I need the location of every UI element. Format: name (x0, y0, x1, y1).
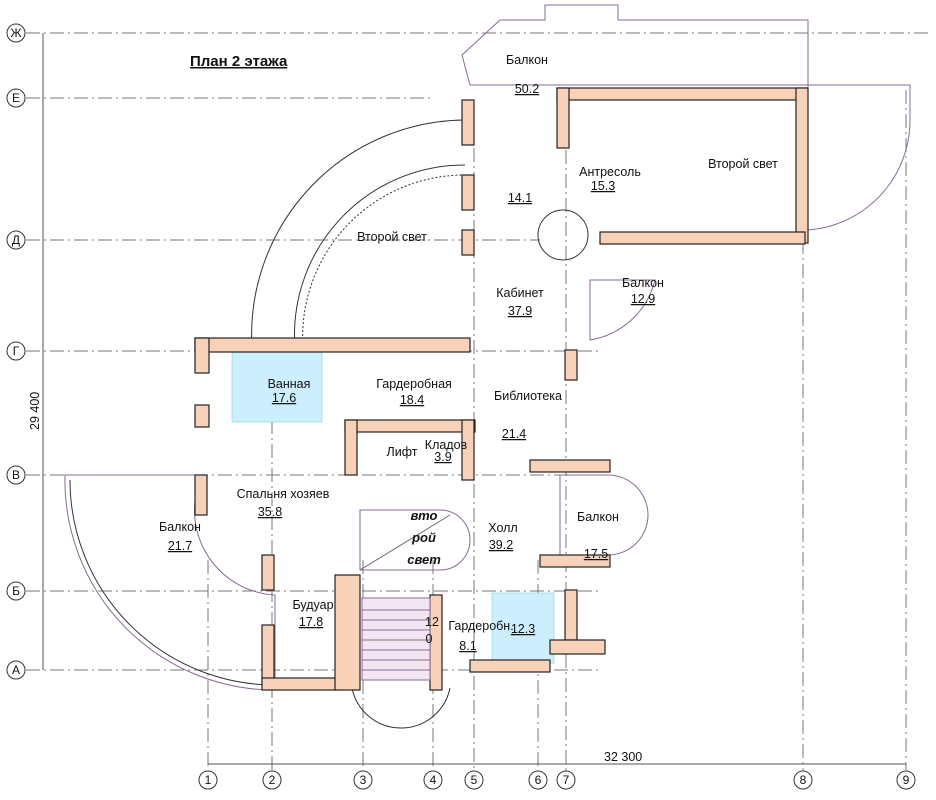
svg-text:7: 7 (563, 773, 570, 787)
axis-bubble-e: Е (6, 88, 26, 108)
room-name: Гардеробн. (448, 619, 513, 633)
svg-text:В: В (12, 468, 20, 482)
axis-bubble-1: 1 (198, 770, 218, 790)
svg-text:Е: Е (12, 91, 20, 105)
room-name: Антресоль (579, 165, 641, 179)
bathroom-tiles (231, 349, 323, 423)
room-area: 21.4 (502, 427, 526, 441)
room-area: 39.2 (489, 538, 513, 552)
svg-text:рой: рой (411, 530, 436, 545)
svg-text:1: 1 (205, 773, 212, 787)
room-area: 15.3 (591, 179, 615, 193)
axis-bubble-v: В (6, 465, 26, 485)
balcony-outlines (64, 4, 911, 729)
axis-bubble-b: Б (6, 581, 26, 601)
svg-text:Б: Б (12, 584, 20, 598)
svg-text:6: 6 (535, 773, 542, 787)
axis-bubble-a: А (6, 660, 26, 680)
axis-bubble-3: 3 (353, 770, 373, 790)
height-dimension: 29 400 (28, 392, 42, 430)
axis-bubble-7: 7 (556, 770, 576, 790)
axis-bubble-8: 8 (793, 770, 813, 790)
svg-text:вто: вто (410, 508, 437, 523)
stair-level: 12 (425, 615, 439, 629)
room-area: 12.9 (631, 292, 655, 306)
axis-bubble-d: Д (6, 230, 26, 250)
room-area: 35.8 (258, 505, 282, 519)
svg-text:свет: свет (407, 552, 441, 567)
room-area: 8.1 (459, 639, 476, 653)
room-name: Второй свет (357, 230, 427, 244)
axis-bubble-5: 5 (464, 770, 484, 790)
room-area: 21.7 (168, 539, 192, 553)
room-name: Холл (488, 521, 517, 535)
room-labels: Балкон 50.2 Антресоль 15.3 Второй свет 1… (159, 53, 778, 653)
axis-bubble-2: 2 (262, 770, 282, 790)
svg-text:9: 9 (903, 773, 910, 787)
room-area: 37.9 (508, 304, 532, 318)
spiral-stair[interactable] (537, 209, 589, 261)
svg-text:Г: Г (13, 344, 20, 358)
room-area: 12.3 (511, 622, 535, 636)
room-area: 17.8 (299, 615, 323, 629)
row-axes: Ж Е Д Г В Б А (6, 23, 930, 680)
room-name: Второй свет (708, 157, 778, 171)
small-bath-tiles (491, 592, 555, 664)
room-area: 18.4 (400, 393, 424, 407)
svg-text:5: 5 (471, 773, 478, 787)
room-name: Библиотека (494, 389, 562, 403)
axis-bubble-4: 4 (423, 770, 443, 790)
room-name: Кладов (425, 438, 468, 452)
staircase[interactable] (361, 597, 431, 681)
room-name: Гардеробная (376, 377, 452, 391)
hall-second-light-opening (359, 509, 471, 571)
plan-title: План 2 этажа (190, 53, 288, 70)
walls (194, 87, 809, 691)
svg-text:3: 3 (360, 773, 367, 787)
room-area: 17.6 (272, 391, 296, 405)
room-area: 17.5 (584, 547, 608, 561)
room-name: Балкон (577, 510, 619, 524)
stair-level: 0 (426, 632, 433, 646)
room-name: Балкон (506, 53, 548, 67)
room-name: Балкон (622, 276, 664, 290)
room-name: Кабинет (496, 286, 544, 300)
room-name: Будуар (292, 598, 333, 612)
room-area: 3.9 (434, 450, 451, 464)
axis-bubble-6: 6 (528, 770, 548, 790)
axis-bubble-9: 9 (896, 770, 916, 790)
room-name: Лифт (387, 445, 418, 459)
svg-text:Д: Д (12, 233, 20, 247)
axis-bubble-g: Г (6, 341, 26, 361)
svg-text:2: 2 (269, 773, 276, 787)
svg-text:Ж: Ж (10, 26, 21, 40)
svg-text:8: 8 (800, 773, 807, 787)
room-name: Балкон (159, 520, 201, 534)
room-name: Спальня хозяев (237, 487, 330, 501)
axis-bubble-zh: Ж (6, 23, 26, 43)
svg-text:А: А (12, 663, 20, 677)
width-dimension: 32 300 (604, 750, 642, 764)
room-area: 14.1 (508, 191, 532, 205)
room-name: Ванная (268, 377, 311, 391)
svg-text:4: 4 (430, 773, 437, 787)
room-area: 50.2 (515, 82, 539, 96)
